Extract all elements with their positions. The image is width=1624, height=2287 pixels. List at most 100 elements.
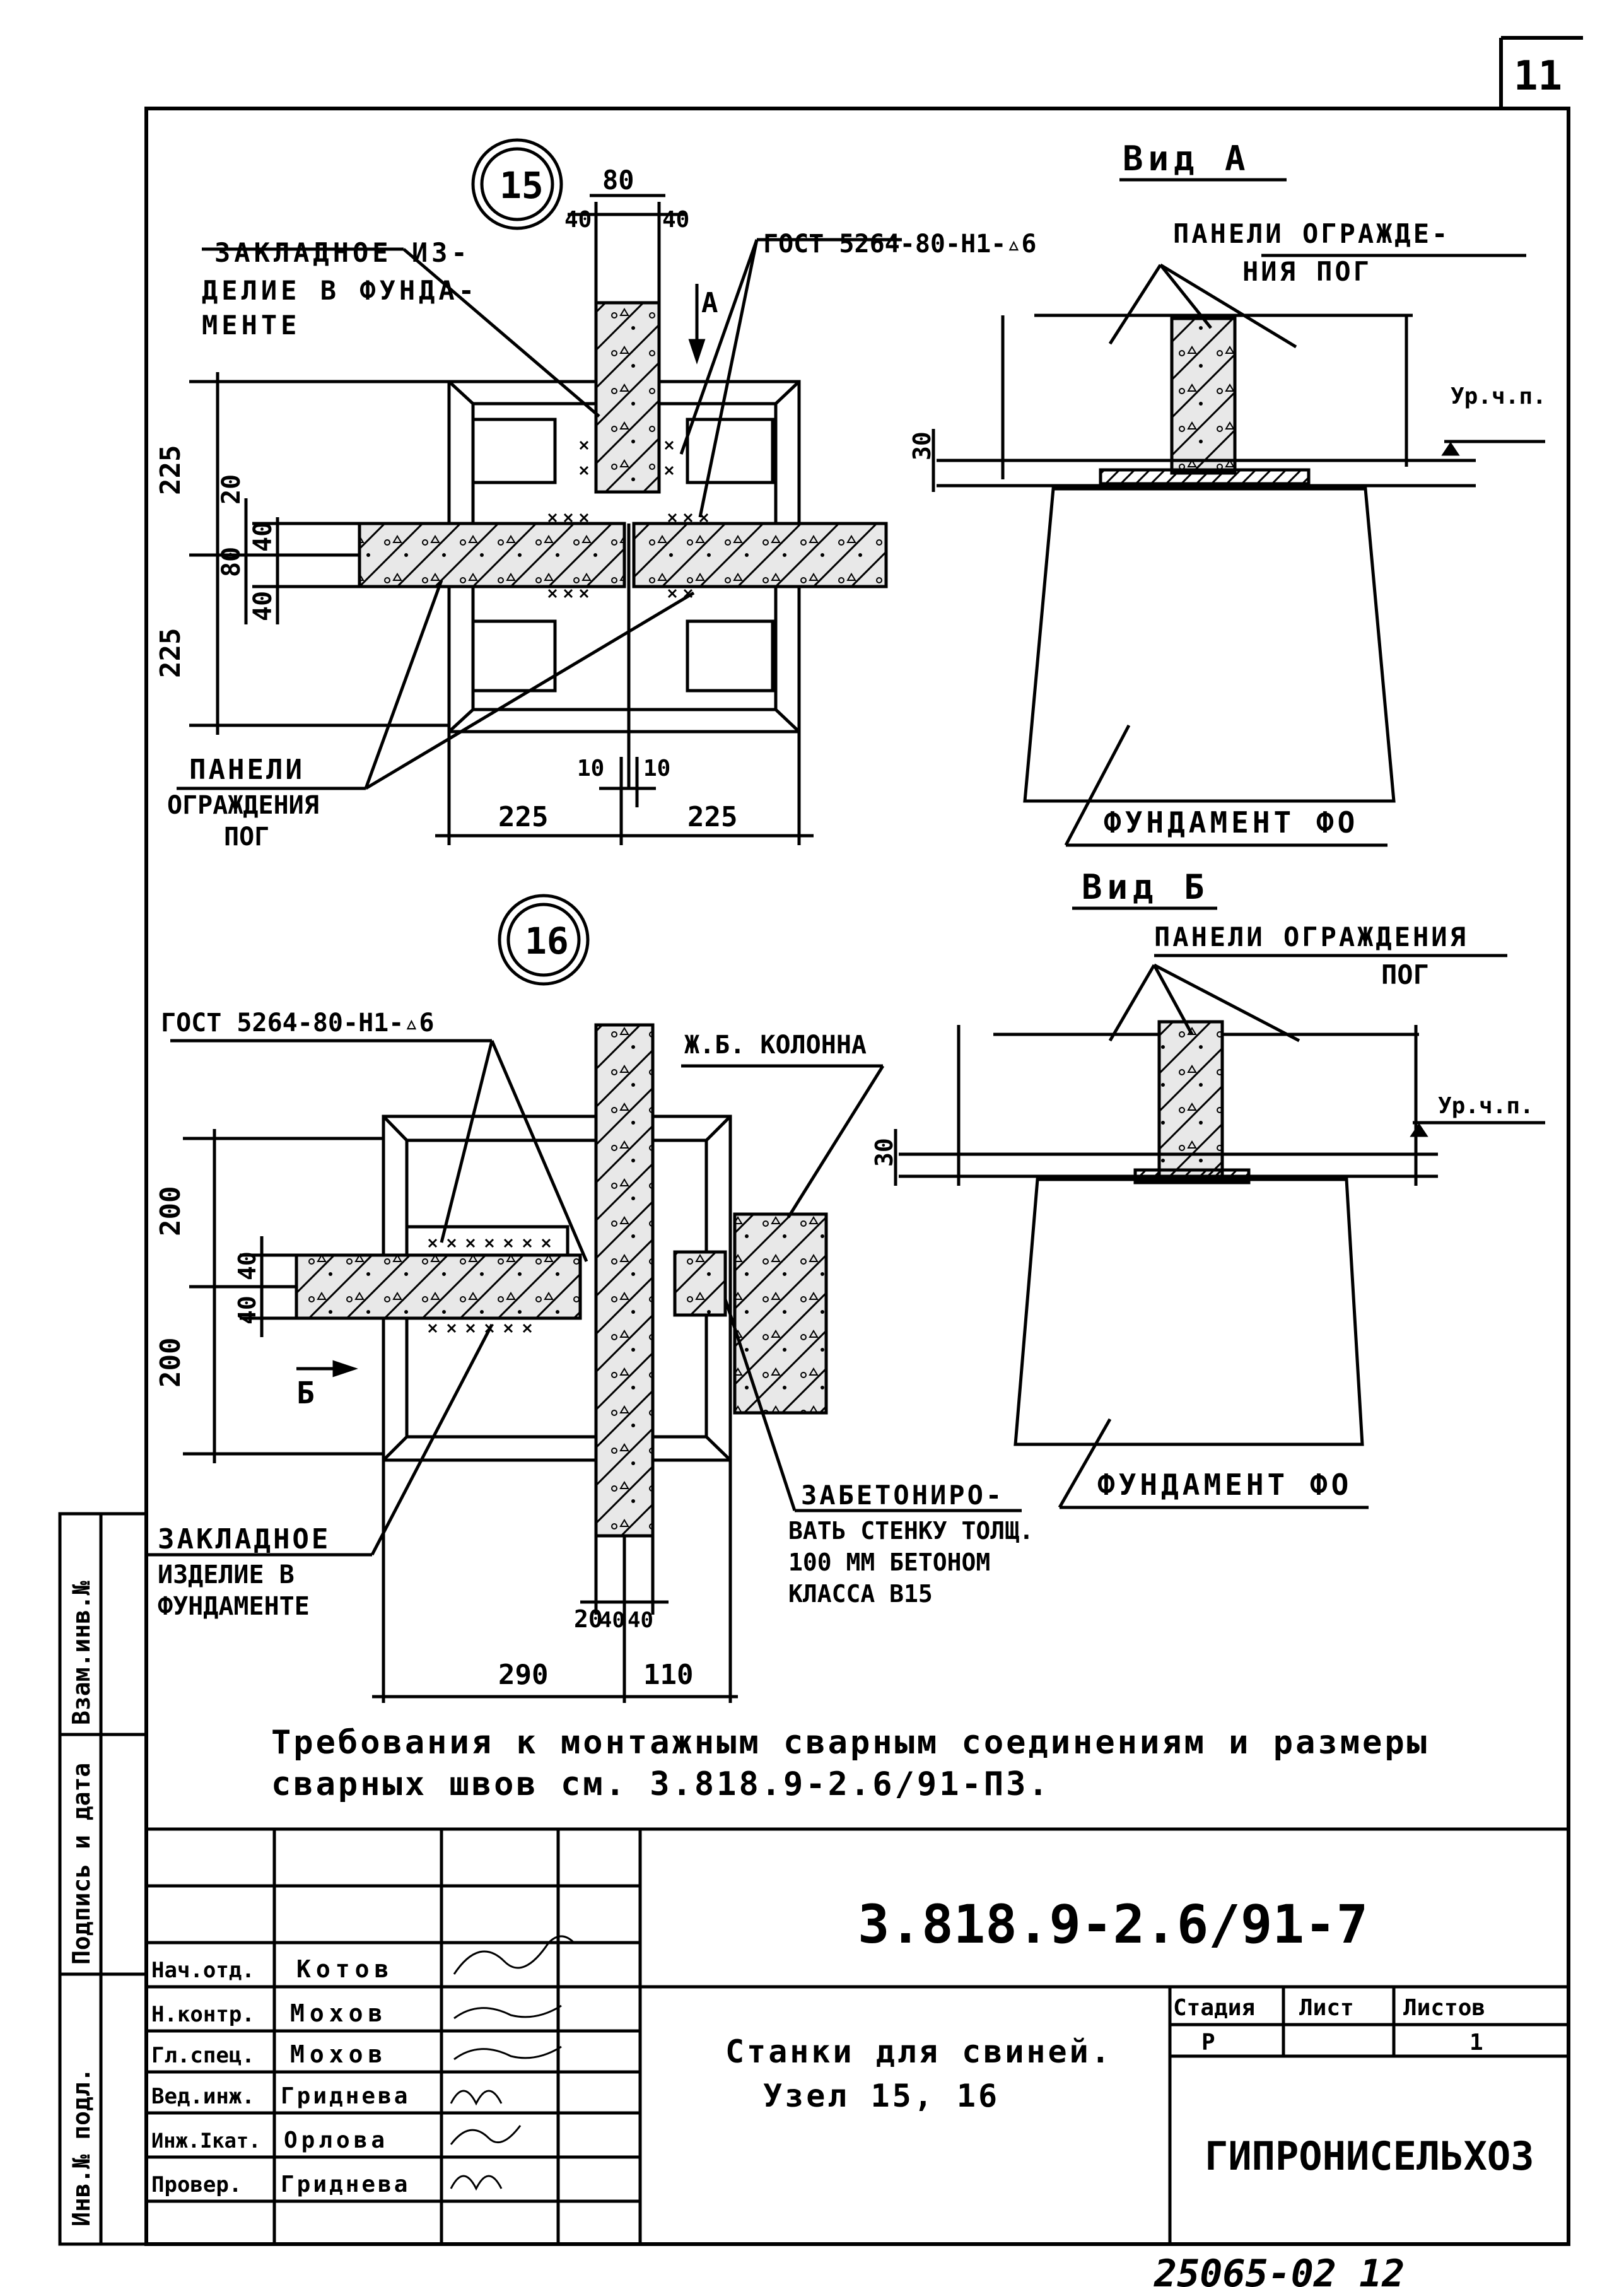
node15-dim-40-a: 40: [248, 522, 277, 552]
sig-role-6: Провер.: [151, 2172, 242, 2197]
sig-name-4: Гриднева: [281, 2083, 410, 2109]
node16-dim-290: 290: [498, 1659, 548, 1691]
view-b-dim-30: 30: [870, 1138, 898, 1167]
node15-dim-80: 80: [602, 165, 634, 196]
sig-role-5: Инж.Iкат.: [151, 2129, 260, 2153]
document-code: 3.818.9-2.6/91-7: [858, 1893, 1368, 1955]
header-stage: Стадия: [1173, 1995, 1255, 2021]
node16-dim-20: 20: [574, 1605, 603, 1633]
node16-embedded-label-2: ИЗДЕЛИЕ В: [158, 1560, 295, 1589]
view-a-level-label: Ур.ч.п.: [1451, 383, 1546, 409]
view-b: [894, 906, 1545, 1509]
sig-name-6: Гриднева: [281, 2172, 410, 2197]
node16-dim-110: 110: [643, 1659, 693, 1691]
node16-gost-label: ГОСТ 5264-80-Н1-▵6: [161, 1009, 434, 1038]
node15-dim-225-h-right: 225: [687, 801, 737, 833]
sig-name-1: Котов: [296, 1955, 394, 1983]
side-stamp-signature-date: Подпись и дата: [67, 1763, 95, 1965]
sig-role-3: Гл.спец.: [151, 2043, 255, 2068]
node16-dim-40-r: 40: [628, 1608, 653, 1633]
node15-badge: 15: [499, 164, 544, 207]
node15-panels-label-2: ОГРАЖДЕНИЯ: [167, 791, 319, 820]
node16-concrete-label-3: 100 ММ БЕТОНОМ: [788, 1548, 990, 1576]
view-b-panels-label-1: ПАНЕЛИ ОГРАЖДЕНИЯ: [1154, 921, 1468, 952]
node16-dim-200-bottom: 200: [155, 1338, 187, 1388]
view-a-dim-30: 30: [908, 431, 936, 460]
view-a-foundation-label: ФУНДАМЕНТ ФО: [1104, 805, 1358, 839]
view-b-title: Вид Б: [1082, 867, 1210, 907]
node16-concrete-label-4: КЛАССА В15: [788, 1580, 933, 1608]
title-block-signatures: [450, 1935, 575, 2191]
title-block-labels: Нач.отд. Котов Н.контр. Мохов Гл.спец. М…: [151, 1893, 1534, 2287]
node15-weld-marks: [547, 440, 709, 599]
node16-weld-marks: [428, 1238, 551, 1333]
node15-dim-40-right: 40: [662, 207, 689, 233]
view-a-panels-label-2: НИЯ ПОГ: [1242, 256, 1372, 287]
organization: ГИПРОНИСЕЛЬХОЗ: [1205, 2133, 1534, 2179]
side-stamp-vzam-inv: Взам.инв.№: [67, 1581, 95, 1725]
node15-embedded-label-1: ЗАКЛАДНОЕ ИЗ-: [214, 237, 471, 268]
sig-role-4: Вед.инж.: [151, 2084, 255, 2109]
node16-badge: 16: [525, 920, 569, 962]
view-b-level-label: Ур.ч.п.: [1438, 1093, 1534, 1119]
node15-dim-225-top: 225: [155, 445, 187, 495]
description-line-2: Узел 15, 16: [763, 2078, 1000, 2114]
node16-dim-40-a: 40: [233, 1251, 261, 1280]
node-16-labels: 16 ГОСТ 5264-80-Н1-▵6 Ж.Б. КОЛОННА 200 4…: [155, 920, 1034, 1691]
node16-badge-inner: [506, 903, 581, 977]
node15-embedded-label-3: МЕНТЕ: [202, 310, 300, 341]
node15-panels-label-1: ПАНЕЛИ: [189, 754, 305, 786]
view-a-labels: Вид А ПАНЕЛИ ОГРАЖДЕ- НИЯ ПОГ Ур.ч.п. 30…: [908, 139, 1546, 839]
sig-role-2: Н.контр.: [151, 2002, 255, 2027]
footer-number: 25065-02 12: [1154, 2252, 1405, 2287]
header-sheet: Лист: [1299, 1995, 1354, 2021]
node16-dim-200-top: 200: [155, 1186, 187, 1236]
node15-badge-ring: [471, 138, 563, 230]
notes: Требования к монтажным сварным соединени…: [271, 1724, 1429, 1803]
node-16: [145, 894, 1022, 1703]
title-block: [144, 1827, 1570, 2246]
node15-dim-225-h-left: 225: [498, 801, 548, 833]
sheets-value: 1: [1469, 2030, 1483, 2056]
sig-name-2: Мохов: [290, 1999, 387, 2027]
node16-concrete-label-2: ВАТЬ СТЕНКУ ТОЛЩ.: [788, 1517, 1034, 1545]
node16-badge-ring: [498, 894, 590, 986]
view-a: [932, 178, 1545, 847]
node15-dim-40-b: 40: [248, 591, 277, 621]
header-sheets: Листов: [1403, 1995, 1485, 2021]
node15-dim-40-left: 40: [564, 207, 592, 233]
node16-dim-40-l: 40: [599, 1608, 625, 1633]
node15-embedded-label-2: ДЕЛИЕ В ФУНДА-: [202, 275, 478, 306]
view-a-title: Вид А: [1123, 139, 1251, 178]
sheet-number: 11: [1514, 53, 1562, 100]
node15-panels-label-3: ПОГ: [224, 822, 269, 851]
view-b-foundation-label: ФУНДАМЕНТ ФО: [1097, 1468, 1352, 1502]
node16-concrete-label-1: ЗАБЕТОНИРО-: [801, 1480, 1004, 1511]
node-15-labels: 15 80 40 40 ЗАКЛАДНОЕ ИЗ- ДЕЛИЕ В ФУНДА-…: [155, 164, 1036, 851]
sig-name-5: Орлова: [284, 2127, 388, 2153]
node15-dim-80-v: 80: [217, 547, 246, 577]
sig-name-3: Мохов: [290, 2040, 387, 2068]
node15-dim-225-bottom: 225: [155, 628, 187, 678]
node16-embedded-label-1: ЗАКЛАДНОЕ: [158, 1523, 330, 1555]
node15-arrow-a: А: [701, 287, 718, 319]
node16-embedded-label-3: ФУНДАМЕНТЕ: [158, 1592, 310, 1621]
node15-gost-label: ГОСТ 5264-80-Н1-▵6: [763, 230, 1036, 259]
view-b-labels: Вид Б ПАНЕЛИ ОГРАЖДЕНИЯ ПОГ Ур.ч.п. 30 Ф…: [870, 867, 1534, 1502]
node15-badge-inner: [480, 147, 554, 221]
node15-dim-20: 20: [217, 474, 246, 505]
side-stamp-labels: Инв.№ подл. Подпись и дата Взам.инв.№: [67, 1581, 95, 2226]
node-15: [177, 138, 902, 845]
node16-column-label: Ж.Б. КОЛОННА: [684, 1031, 867, 1060]
view-a-panels-label-1: ПАНЕЛИ ОГРАЖДЕ-: [1173, 218, 1450, 249]
description-line-1: Станки для свиней.: [725, 2033, 1113, 2070]
side-stamp-inv-podl: Инв.№ подл.: [67, 2068, 95, 2226]
node15-dim-10-left: 10: [577, 756, 604, 781]
node16-dim-40-b: 40: [233, 1296, 261, 1325]
view-b-panels-label-2: ПОГ: [1381, 959, 1429, 990]
sig-role-1: Нач.отд.: [151, 1958, 255, 1983]
node16-arrow-b: Б: [296, 1376, 315, 1411]
node15-dim-10-right: 10: [643, 756, 670, 781]
stage-value: Р: [1201, 2030, 1215, 2056]
